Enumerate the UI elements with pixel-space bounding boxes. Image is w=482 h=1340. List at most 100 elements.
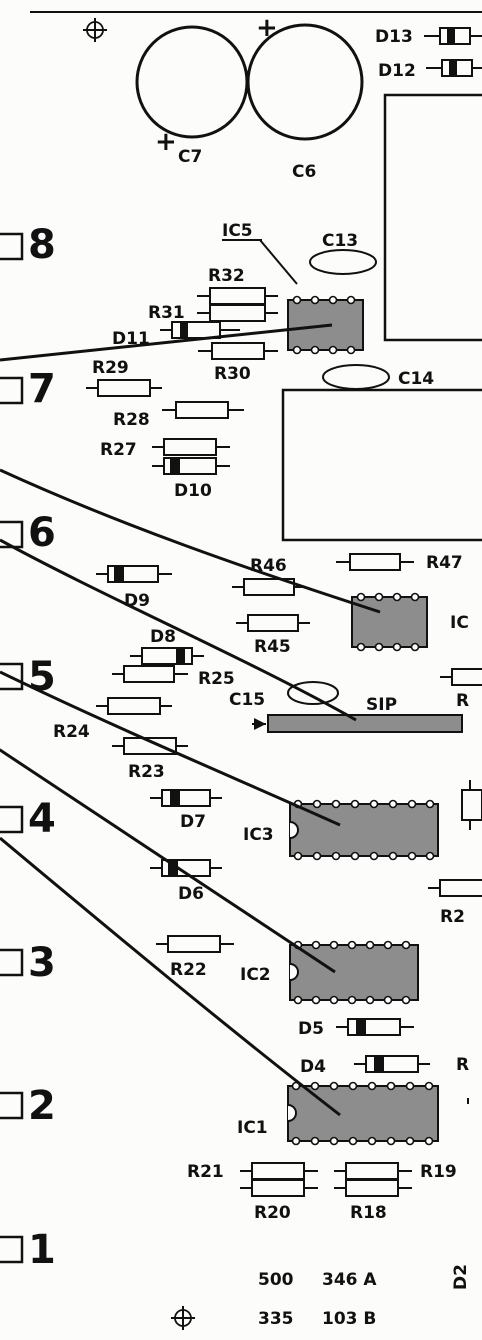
connector-6: 6	[0, 510, 56, 556]
diode-d12	[426, 59, 482, 77]
label-ic1: IC1	[237, 1118, 268, 1138]
resistor-partial-right	[440, 668, 482, 686]
label-r28: R28	[113, 410, 150, 430]
capacitor-c15	[287, 681, 339, 705]
resistor-r31	[197, 304, 278, 322]
label-r46: R46	[250, 556, 287, 576]
label-d8: D8	[150, 627, 176, 647]
resistor-r32	[197, 287, 278, 305]
diode-d5	[336, 1018, 414, 1036]
label-d12: D12	[378, 61, 416, 81]
diode-d8	[130, 647, 204, 665]
part-code-line1-b: 346 A	[322, 1270, 377, 1290]
wire-to-ic1	[0, 836, 341, 1117]
label-c14: C14	[398, 369, 434, 389]
ic3-pins	[293, 799, 435, 861]
label-r47: R47	[426, 553, 463, 573]
connector-6-label: 6	[28, 510, 56, 556]
wire-to-ic3	[0, 670, 341, 827]
label-r20: R20	[254, 1203, 291, 1223]
ic2-pins	[293, 940, 411, 1005]
label-r31: R31	[148, 303, 185, 323]
resistor-r22	[156, 935, 234, 953]
label-r19: R19	[420, 1162, 457, 1182]
resistor-r45	[236, 614, 310, 632]
diode-d7	[150, 789, 222, 807]
label-r45: R45	[254, 637, 291, 657]
connector-7: 7	[0, 366, 56, 412]
outline-area-upper	[383, 93, 482, 342]
c7-plus: +	[155, 127, 177, 157]
label-d13: D13	[375, 27, 413, 47]
resistor-r47	[336, 553, 414, 571]
label-c6: C6	[292, 162, 316, 182]
outline-area-lower	[281, 388, 482, 542]
wire-to-ic2	[0, 748, 336, 974]
resistor-r23	[112, 737, 188, 755]
label-ic3: IC3	[243, 825, 274, 845]
resistor-r25	[112, 665, 188, 683]
label-r18: R18	[350, 1203, 387, 1223]
capacitor-c13	[309, 249, 377, 275]
ic1-pins	[291, 1081, 434, 1146]
connector-3-label: 3	[28, 940, 56, 986]
label-d5: D5	[298, 1019, 324, 1039]
label-c13: C13	[322, 231, 358, 251]
label-ic5: IC5	[222, 221, 253, 241]
label-r32: R32	[208, 266, 245, 286]
label-r-partial-small: R	[456, 1055, 469, 1075]
label-r30: R30	[214, 364, 251, 384]
ic5-body	[287, 299, 364, 351]
label-r27: R27	[100, 440, 137, 460]
connector-8: 8	[0, 222, 56, 268]
wire-to-ic4	[0, 468, 381, 614]
resistor-r46	[232, 578, 306, 596]
diode-d4	[354, 1055, 430, 1073]
registration-mark-top	[83, 18, 107, 42]
connector-8-label: 8	[28, 222, 56, 268]
label-d2-rotated: D2	[451, 1264, 471, 1290]
label-sip: SIP	[366, 695, 397, 715]
connector-2-label: 2	[28, 1083, 56, 1129]
label-d7: D7	[180, 812, 206, 832]
connector-4-label: 4	[28, 796, 56, 842]
ic2-body	[289, 944, 419, 1001]
resistor-partial-vertical	[461, 780, 482, 830]
connector-4: 4	[0, 796, 56, 842]
label-r2-partial: R2	[440, 907, 465, 927]
connector-3: 3	[0, 940, 56, 986]
resistor-r27	[152, 438, 230, 456]
label-r25: R25	[198, 669, 235, 689]
registration-mark-bottom	[171, 1306, 195, 1330]
resistor-r18	[334, 1179, 412, 1197]
label-r22: R22	[170, 960, 207, 980]
part-code-line2-b: 103 B	[322, 1309, 376, 1329]
resistor-r21	[240, 1162, 318, 1180]
label-d6: D6	[178, 884, 204, 904]
capacitor-c14	[322, 364, 390, 390]
diode-d10	[152, 457, 230, 475]
label-d4: D4	[300, 1057, 326, 1077]
ic1-body	[287, 1085, 439, 1142]
capacitor-c6	[246, 23, 364, 141]
resistor-r28	[162, 401, 244, 419]
label-r29: R29	[92, 358, 129, 378]
resistor-r19	[334, 1162, 412, 1180]
label-r23: R23	[128, 762, 165, 782]
sip-body	[267, 714, 463, 733]
label-ic4-partial: IC	[450, 613, 469, 633]
c6-plus: +	[256, 13, 278, 43]
diode-d9	[96, 565, 172, 583]
connector-7-label: 7	[28, 366, 56, 412]
diode-d13	[424, 27, 482, 45]
wire-to-sip	[0, 538, 357, 722]
ic5-pins	[292, 295, 356, 355]
part-code-line2-a: 335	[258, 1309, 294, 1329]
connector-1: 1	[0, 1227, 56, 1273]
label-ic2: IC2	[240, 965, 271, 985]
capacitor-c7	[135, 25, 249, 139]
label-r21: R21	[187, 1162, 224, 1182]
resistor-r2-partial	[428, 879, 482, 897]
resistor-r30	[198, 342, 278, 360]
